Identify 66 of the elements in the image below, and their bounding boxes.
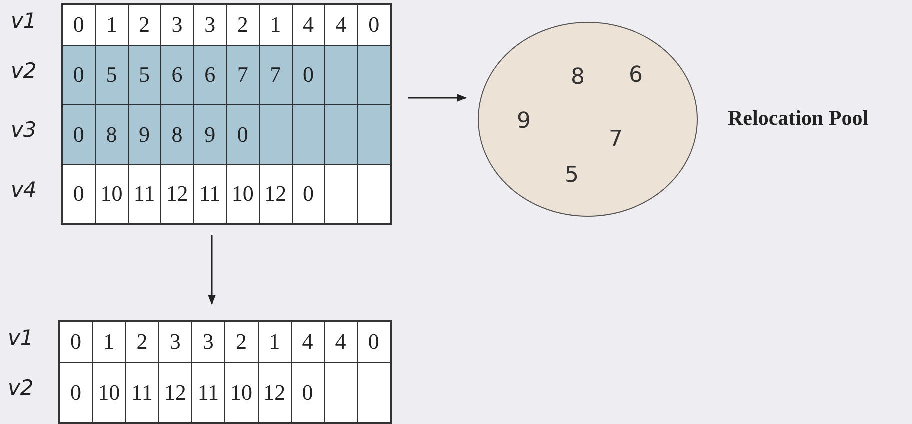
table-cell: 0 xyxy=(63,46,95,104)
table-cell: 3 xyxy=(160,5,194,45)
table-cell: 3 xyxy=(193,5,226,45)
table-cell: 0 xyxy=(292,46,324,104)
table-cell: 1 xyxy=(258,322,291,362)
table-cell: 10 xyxy=(92,363,126,422)
table-cell: 12 xyxy=(258,363,291,422)
row-label: v1 xyxy=(8,326,34,350)
table-cell: 0 xyxy=(63,5,95,45)
table-cell: 12 xyxy=(158,363,192,422)
table-cell: 12 xyxy=(258,165,292,223)
table-cell: 0 xyxy=(60,322,92,362)
pool-number: 6 xyxy=(629,63,643,88)
row-label: v4 xyxy=(11,178,37,202)
pool-caption: Relocation Pool xyxy=(728,106,869,131)
table-cell: 0 xyxy=(60,363,92,422)
table-cell: 0 xyxy=(356,322,390,362)
table-cell: 2 xyxy=(226,5,259,45)
table-cell: 11 xyxy=(125,363,158,422)
table-cell: 1 xyxy=(258,5,292,45)
table-cell: 10 xyxy=(224,363,258,422)
table-cell: 0 xyxy=(63,105,95,164)
table-cell: 4 xyxy=(324,322,357,362)
arrow xyxy=(408,94,467,102)
table-cell: 7 xyxy=(258,46,292,104)
table-cell: 0 xyxy=(357,5,390,45)
row-label: v3 xyxy=(11,118,37,142)
table-cell: 5 xyxy=(94,46,128,104)
array-table xyxy=(61,3,392,225)
array-table xyxy=(58,320,392,424)
table-cell: 0 xyxy=(290,363,324,422)
table-cell: 1 xyxy=(94,5,128,45)
table-cell: 9 xyxy=(128,105,160,164)
pool-number: 9 xyxy=(517,109,531,134)
table-cell: 4 xyxy=(290,322,324,362)
row-label: v2 xyxy=(8,376,34,400)
table-cell: 6 xyxy=(193,46,226,104)
table-cell: 0 xyxy=(63,165,95,223)
table-cell: 0 xyxy=(226,105,259,164)
table-cell: 3 xyxy=(191,322,224,362)
row-label: v2 xyxy=(11,58,37,82)
pool-number: 8 xyxy=(571,65,585,90)
table-cell: 10 xyxy=(94,165,128,223)
table-cell: 6 xyxy=(160,46,194,104)
table-cell: 4 xyxy=(292,5,324,45)
table-cell: 2 xyxy=(224,322,258,362)
row-label: v1 xyxy=(11,9,37,33)
arrow xyxy=(208,235,216,305)
table-cell: 2 xyxy=(125,322,158,362)
table-cell: 11 xyxy=(128,165,160,223)
table-cell: 3 xyxy=(158,322,192,362)
table-cell: 11 xyxy=(193,165,226,223)
table-cell: 10 xyxy=(226,165,259,223)
table-cell: 0 xyxy=(292,165,324,223)
pool-number: 7 xyxy=(609,127,623,152)
table-cell: 11 xyxy=(191,363,224,422)
table-cell: 8 xyxy=(160,105,194,164)
table-cell: 7 xyxy=(226,46,259,104)
table-cell: 4 xyxy=(324,5,358,45)
table-cell: 1 xyxy=(92,322,126,362)
table-cell: 9 xyxy=(193,105,226,164)
table-cell: 2 xyxy=(128,5,160,45)
pool-number: 5 xyxy=(565,163,579,188)
table-cell: 12 xyxy=(160,165,194,223)
table-cell: 5 xyxy=(128,46,160,104)
table-cell: 8 xyxy=(94,105,128,164)
